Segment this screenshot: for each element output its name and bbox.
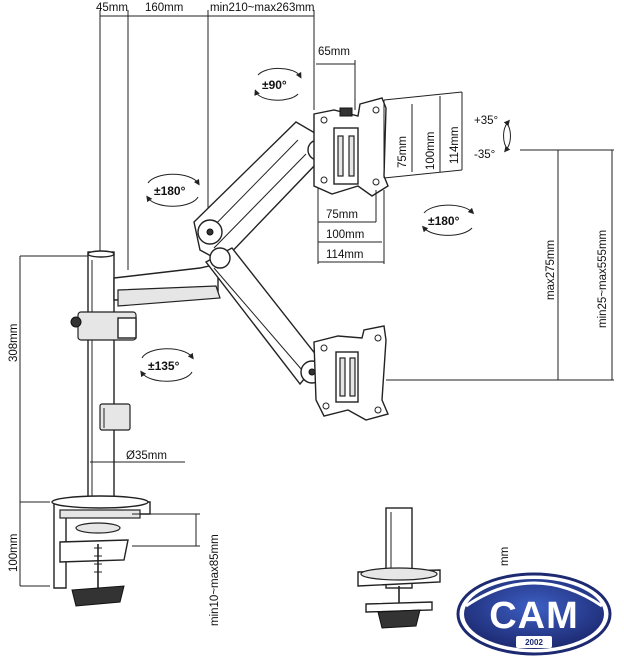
dim-160mm: 160mm	[145, 2, 183, 14]
tilt-icon	[503, 119, 511, 153]
dim-100mm: 100mm	[8, 534, 20, 572]
rotate-top-icon	[254, 67, 302, 101]
rotate-base-icon	[140, 348, 194, 382]
lowered-gas-arm	[204, 247, 324, 386]
cam-logo: CAM 2002	[456, 572, 612, 656]
dim-45mm: 45mm	[96, 2, 128, 14]
tilt-up: +35°	[474, 115, 498, 127]
rotate-arm-icon	[146, 173, 200, 207]
desk-clamp	[51, 495, 151, 607]
dim-clamp-thickness: min10~max85mm	[209, 534, 221, 626]
dim-h100: 100mm	[425, 132, 437, 170]
dim-h114: 114mm	[449, 127, 461, 165]
dim-65mm: 65mm	[318, 46, 350, 58]
dim-extension: min210~max263mm	[210, 2, 315, 14]
logo-text: CAM	[489, 595, 579, 637]
upper-gas-arm	[193, 121, 329, 263]
vesa-plate-top	[313, 97, 389, 197]
cable-clip	[99, 403, 131, 431]
rotation-180-arm: ±180°	[154, 184, 186, 198]
dim-diameter: Ø35mm	[126, 450, 167, 462]
dim-range: min25~max555mm	[597, 230, 609, 328]
rotate-screen-icon	[421, 204, 475, 236]
vesa-dimension-box	[383, 91, 463, 179]
offset-dimension	[316, 60, 356, 110]
logo-year: 2002	[525, 638, 543, 647]
pole	[87, 250, 115, 515]
vesa-width-lines	[317, 188, 385, 264]
top-dimension-lines	[99, 10, 315, 270]
dim-max275: max275mm	[545, 240, 557, 300]
dim-w114: 114mm	[326, 249, 364, 261]
vesa-plate-lower	[313, 325, 389, 421]
clamp-thickness-lines	[132, 513, 200, 547]
pole-collar	[70, 311, 137, 341]
lower-arm	[113, 263, 221, 307]
rotation-180-screen: ±180°	[428, 214, 460, 228]
dim-grommet-mm: mm	[499, 547, 511, 566]
grommet-mount	[357, 507, 441, 629]
height-lines-right	[386, 149, 614, 381]
dim-w75: 75mm	[326, 209, 358, 221]
tilt-down: -35°	[474, 149, 495, 161]
dim-h75: 75mm	[397, 136, 409, 168]
dim-308mm: 308mm	[8, 324, 20, 362]
rotation-90: ±90°	[262, 78, 287, 92]
rotation-135: ±135°	[148, 359, 180, 373]
height-lines-left	[19, 255, 88, 587]
dim-w100: 100mm	[326, 229, 364, 241]
